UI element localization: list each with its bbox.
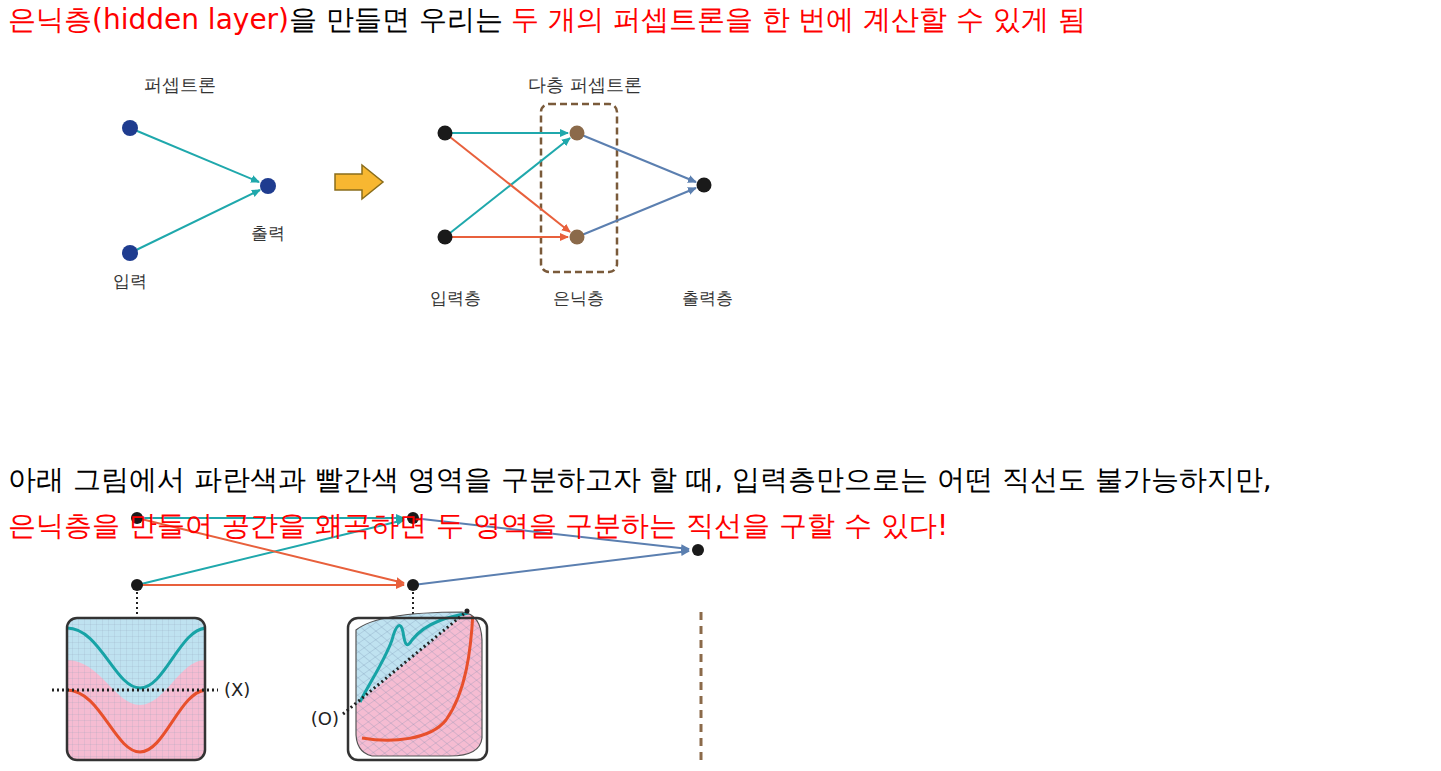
body-text: 은닉층을 만들어 공간을 왜곡하면 두 영역을 구분하는 직선을 구할 수 있다… bbox=[8, 509, 948, 543]
warped-space-plot bbox=[340, 600, 490, 760]
block-arrow bbox=[335, 165, 383, 199]
hidden-dot bbox=[570, 230, 585, 245]
weight-arrow bbox=[413, 551, 689, 585]
result-mark: (X) bbox=[224, 679, 250, 701]
hidden-layer-box bbox=[541, 104, 617, 272]
weight-arrow bbox=[445, 133, 570, 232]
separator-line bbox=[343, 612, 466, 714]
output-dot bbox=[697, 178, 712, 193]
bottom-network bbox=[131, 512, 704, 760]
weight-arrow bbox=[445, 132, 568, 134]
input-dot bbox=[438, 126, 453, 141]
weight-arrow bbox=[445, 138, 570, 237]
figure-title: 퍼셉트론 bbox=[144, 74, 216, 96]
weight-arrow bbox=[577, 188, 696, 237]
node-label: 출력 bbox=[251, 223, 285, 243]
weight-arrow bbox=[577, 133, 696, 182]
layer-label: 출력층 bbox=[682, 288, 733, 308]
weight-arrow bbox=[130, 190, 260, 253]
input-dot bbox=[131, 579, 143, 591]
dashed-divider bbox=[700, 612, 703, 760]
result-mark: (O) bbox=[311, 708, 339, 730]
input-dot bbox=[122, 245, 138, 261]
separator-line bbox=[52, 689, 218, 692]
input-dot bbox=[438, 230, 453, 245]
input-dot bbox=[122, 120, 138, 136]
weight-arrow bbox=[445, 236, 568, 238]
figure-title: 다층 퍼셉트론 bbox=[528, 74, 642, 96]
node-label: 입력 bbox=[113, 271, 147, 291]
hidden-dot bbox=[407, 579, 419, 591]
leader-line bbox=[136, 592, 138, 618]
layer-label: 은닉층 bbox=[553, 288, 604, 308]
weight-arrow bbox=[137, 584, 404, 586]
heading-text: 을 만들면 우리는 bbox=[289, 3, 503, 37]
hidden-dot bbox=[570, 126, 585, 141]
body-text: 아래 그림에서 파란색과 빨간색 영역을 구분하고자 할 때, 입력층만으로는 … bbox=[8, 463, 1272, 497]
output-dot bbox=[692, 544, 704, 556]
layer-label: 입력층 bbox=[430, 288, 481, 308]
mlp-figure bbox=[438, 104, 712, 272]
output-dot bbox=[260, 178, 276, 194]
heading-text: 두 개의 퍼셉트론을 한 번에 계산할 수 있게 됨 bbox=[511, 3, 1086, 37]
heading-text: 은닉층(hidden layer) bbox=[8, 3, 289, 37]
weight-arrow bbox=[130, 128, 259, 182]
input-space-plot bbox=[52, 612, 218, 760]
